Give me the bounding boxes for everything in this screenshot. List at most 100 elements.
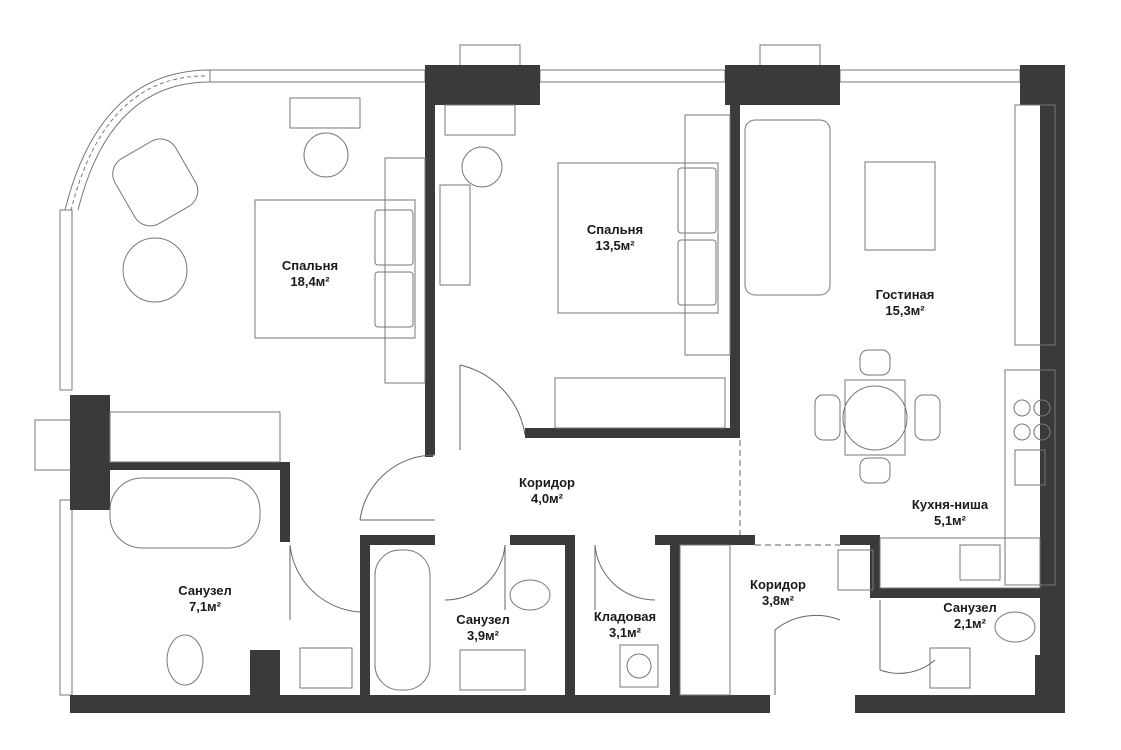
round-rug-1 [122,237,188,303]
wall-corridor2-left [670,535,680,700]
room-area: 4,0м² [530,491,564,506]
wall-left-column [70,395,110,510]
kitchen-sink-2 [959,544,1001,581]
room-name: Кладовая [593,609,657,624]
room-label-bath-1: Санузел 7,1м² [178,583,231,615]
bed-2 [557,162,719,314]
wall-bedroom-divider [425,65,435,455]
room-label-bath-3: Санузел 2,1м² [943,600,996,632]
wall-bath2-left [360,535,370,700]
sink-bath1 [299,647,353,689]
wall-bath1-right-upper [280,462,290,542]
wall-right [1040,65,1065,710]
toilet-1 [166,634,204,686]
tv-stand-2 [444,104,516,136]
dining-table-round [842,385,908,451]
room-area: 2,1м² [953,616,987,631]
tv-wall-unit [1014,104,1056,346]
bathtub-2 [374,549,431,691]
room-name: Спальня [281,258,339,273]
wall-bedroom2-right [730,105,740,435]
room-name: Санузел [943,600,997,615]
kitchen-counter-vertical [1004,369,1056,586]
room-name: Кухня-ниша [911,497,989,512]
window-top-right [839,69,1021,83]
toilet-2 [509,579,551,611]
room-label-living: Гостиная 15,3м² [876,287,935,319]
sink-bath3 [929,647,971,689]
cooktop-burner-4 [1033,423,1051,441]
chair-right [914,394,941,441]
room-area: 3,1м² [608,625,642,640]
doors [289,364,936,695]
bay-window-inner [77,81,211,211]
cooktop-burner-1 [1013,399,1031,417]
room-label-kitchen: Кухня-ниша 5,1м² [912,497,988,529]
kitchen-counter-horizontal [879,537,1041,589]
cooktop-burner-3 [1013,423,1031,441]
bay-window-mullions [70,75,206,211]
dining-table [844,379,906,456]
wardrobe-3 [684,114,731,356]
room-area: 5,1м² [933,513,967,528]
room-area: 18,4м² [290,274,330,289]
room-label-bedroom-1: Спальня 18,4м² [282,258,338,290]
room-name: Спальня [586,222,644,237]
closet-bedroom2 [554,377,726,429]
cooktop-burner-2 [1033,399,1051,417]
room-label-corridor-2: Коридор 3,8м² [750,577,806,609]
room-name: Коридор [519,475,575,490]
room-label-corridor-1: Коридор 4,0м² [519,475,575,507]
room-area: 3,8м² [761,593,795,608]
room-area: 15,3м² [885,303,925,318]
chair-left [814,394,841,441]
bay-window-outer [64,69,211,211]
side-table-2 [461,146,503,188]
wall-bath3-left [870,535,880,595]
wall-top-right-block [725,65,840,105]
side-table-1 [303,132,349,178]
room-label-pantry: Кладовая 3,1м² [594,609,656,641]
pillow-2a [677,167,717,234]
wall-bath2-top-right [510,535,575,545]
vent-bump-3 [34,419,76,471]
wall-bath3-stub [1035,655,1060,700]
wall-bottom-left [70,695,770,713]
wall-bath1-top [110,462,280,470]
walls [70,65,1065,713]
room-label-bedroom-2: Спальня 13,5м² [587,222,643,254]
wall-bath1-stub [250,650,280,700]
wall-bottom-right [855,695,1065,713]
room-name: Гостиная [875,287,935,302]
wardrobe-2 [439,184,471,286]
wall-right-top [1020,65,1065,105]
wall-bedroom2-bottom [525,428,740,438]
wall-kitchen-stub [840,535,880,545]
chair-bottom [859,457,891,484]
window-left-upper [59,209,73,391]
pillow-2b [677,239,717,306]
furniture [109,97,1056,696]
chair-top [859,349,891,376]
pillow-1a [374,209,414,266]
window-top-left [209,69,426,83]
washing-machine-drum [626,653,652,679]
wall-pantry-left [565,535,575,700]
armchair-1 [112,138,199,227]
room-name: Коридор [750,577,806,592]
room-area: 7,1м² [188,599,222,614]
closet-corridor2 [679,544,731,696]
bathtub-1 [109,477,261,549]
closet-bath1 [109,411,281,463]
wall-corridor2-top [655,535,755,545]
tv-stand-1 [289,97,361,129]
coffee-table [864,161,936,251]
kitchen-sink [1014,449,1046,486]
window-left-lower [59,499,73,696]
window-top-middle [539,69,726,83]
wall-top-mid-block [425,65,540,105]
pillow-1b [374,271,414,328]
sink-bath2 [459,649,526,691]
wall-bath2-top [360,535,435,545]
